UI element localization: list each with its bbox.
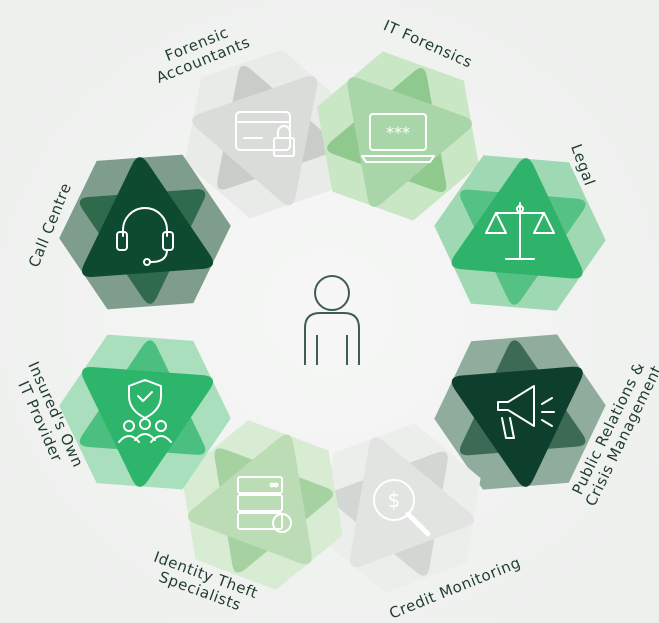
laptop-password-icon: *** [361, 113, 435, 163]
search-dollar-icon: $ [373, 479, 431, 537]
segment-main [82, 157, 214, 277]
segment-forensic-accountants [184, 49, 348, 219]
segment-it-forensics: *** [317, 51, 479, 221]
svg-text:***: *** [386, 123, 410, 142]
segment-main [347, 77, 472, 207]
segment-insureds-it [59, 334, 231, 490]
segment-legal [434, 155, 606, 311]
megaphone-icon [497, 385, 555, 439]
segment-credit-monitoring: $ [319, 423, 481, 593]
segment-main [349, 437, 475, 568]
segment-main [82, 367, 214, 487]
segment-call-centre [59, 154, 231, 310]
svg-text:$: $ [388, 488, 401, 512]
headset-icon [116, 207, 174, 266]
person-icon [304, 275, 360, 365]
segment-public-relations [434, 334, 606, 490]
server-alert-icon [237, 476, 292, 533]
scales-icon [485, 202, 555, 260]
segment-main [451, 366, 583, 487]
segment-identity-theft [181, 420, 343, 590]
segment-main [192, 75, 318, 206]
credit-card-lock-icon [235, 111, 295, 157]
segment-main [451, 158, 583, 279]
segments-group: *** $ [59, 49, 606, 593]
shield-team-icon [118, 379, 172, 443]
